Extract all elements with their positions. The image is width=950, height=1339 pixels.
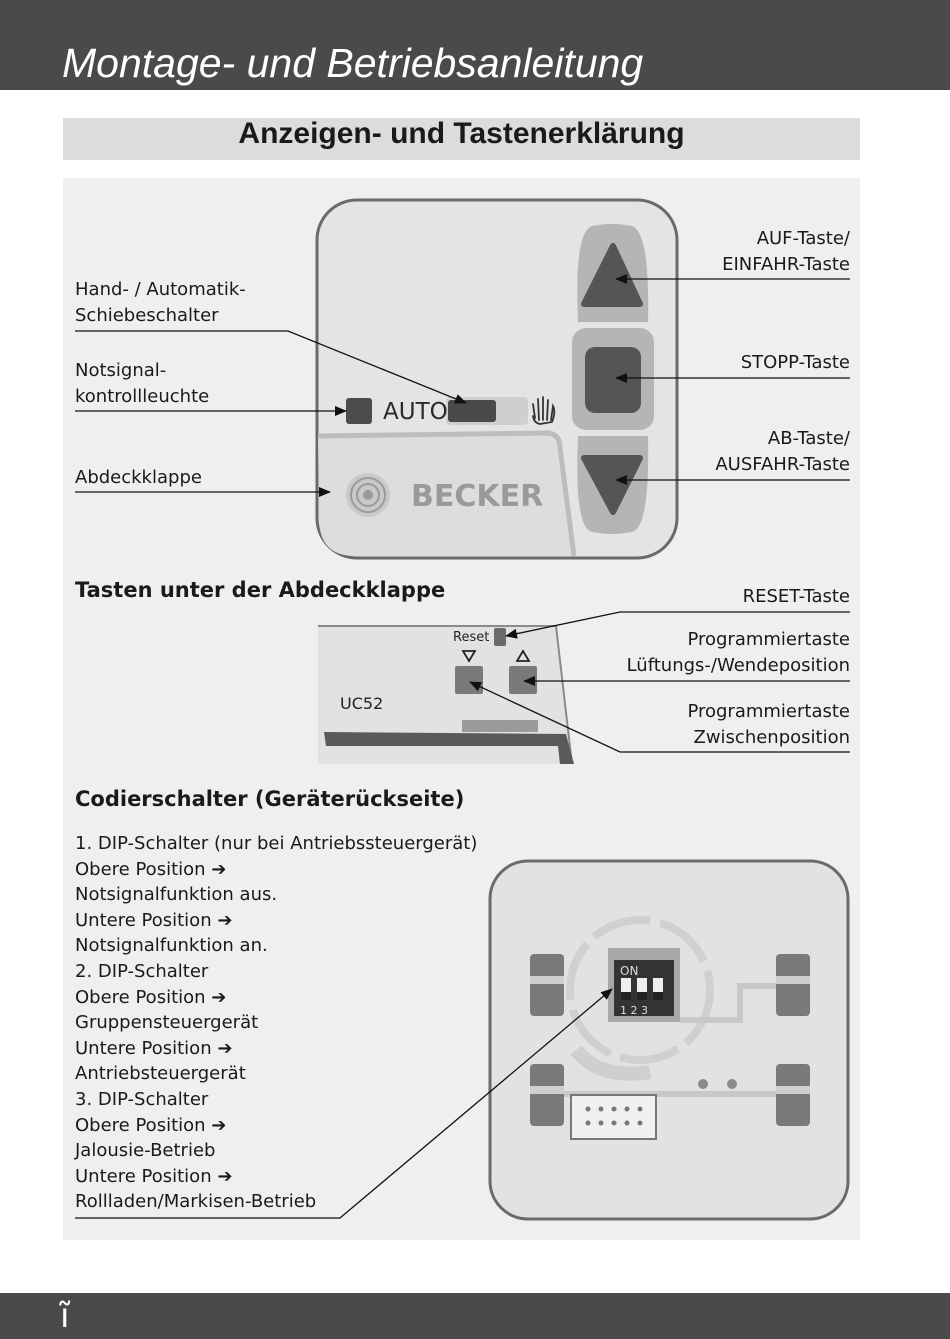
prog-lueftung-button[interactable] bbox=[509, 666, 537, 694]
page-footer: ĩ bbox=[0, 1293, 950, 1339]
document-title: Montage- und Betriebsanleitung bbox=[62, 40, 644, 86]
prog-zwischen-label: Programmiertaste Zwischenposition bbox=[687, 701, 850, 748]
dip-switch[interactable] bbox=[621, 978, 663, 1000]
dip-line: Gruppensteuergerät bbox=[75, 1012, 259, 1034]
model-label: UC52 bbox=[340, 694, 383, 713]
under-cover-heading: Tasten unter der Abdeckklappe bbox=[75, 578, 446, 602]
dip-line: Obere Position ➔ bbox=[75, 1114, 227, 1136]
becker-logo-icon bbox=[346, 473, 390, 517]
dip-description: 1. DIP-Schalter (nur bei Antriebssteuerg… bbox=[75, 831, 477, 1215]
ab-taste[interactable] bbox=[581, 455, 643, 515]
dip-line: 3. DIP-Schalter bbox=[75, 1088, 209, 1110]
dip-on-label: ON bbox=[620, 964, 638, 978]
coding-heading: Codierschalter (Geräterückseite) bbox=[75, 787, 465, 811]
back-side-illustration: ON 1 2 3 bbox=[488, 859, 850, 1221]
dip-numbers: 1 2 3 bbox=[620, 1004, 648, 1017]
hand-auto-slider[interactable] bbox=[448, 400, 496, 422]
reset-button[interactable] bbox=[494, 628, 506, 646]
dip-line: Notsignalfunktion aus. bbox=[75, 884, 278, 906]
section-title: Anzeigen- und Tastenerklärung bbox=[238, 117, 685, 150]
reset-taste-label: RESET-Taste bbox=[742, 586, 850, 607]
prog-lueftung-label: Programmiertaste Lüftungs-/Wendeposition bbox=[626, 629, 850, 676]
hand-icon bbox=[532, 396, 556, 425]
dip-line: Obere Position ➔ bbox=[75, 986, 227, 1008]
info-icon: ĩ bbox=[60, 1296, 70, 1336]
brand-name: BECKER bbox=[411, 479, 543, 514]
reset-small-label: Reset bbox=[453, 630, 489, 645]
auf-taste-label: AUF-Taste/ EINFAHR-Taste bbox=[722, 228, 850, 275]
dip-line: Antriebsteuergerät bbox=[75, 1063, 246, 1085]
dip-line: Obere Position ➔ bbox=[75, 858, 227, 880]
ab-taste-label: AB-Taste/ AUSFAHR-Taste bbox=[715, 428, 850, 475]
notsignal-led bbox=[346, 398, 372, 424]
dip-line: Notsignalfunktion an. bbox=[75, 935, 268, 957]
dip-line: 2. DIP-Schalter bbox=[75, 960, 209, 982]
stopp-taste-label: STOPP-Taste bbox=[740, 352, 850, 373]
dip-line: Untere Position ➔ bbox=[75, 1165, 233, 1187]
stopp-taste[interactable] bbox=[585, 347, 641, 413]
remote-control: AUTO BECKER bbox=[315, 198, 679, 560]
section-title-bar: Anzeigen- und Tastenerklärung bbox=[63, 118, 860, 160]
notsignal-label: Notsignal- kontrollleuchte bbox=[75, 360, 210, 407]
dip-line: Jalousie-Betrieb bbox=[75, 1140, 216, 1162]
dip-line: Untere Position ➔ bbox=[75, 909, 233, 931]
connector-icon bbox=[570, 1094, 657, 1140]
up-triangle-icon bbox=[515, 649, 531, 662]
dip-line: Rollladen/Markisen-Betrieb bbox=[75, 1191, 317, 1213]
auto-label: AUTO bbox=[383, 399, 448, 425]
abdeckklappe-label: Abdeckklappe bbox=[75, 467, 202, 488]
dip-line: 1. DIP-Schalter (nur bei Antriebssteuerg… bbox=[75, 833, 478, 854]
page-header: Montage- und Betriebsanleitung bbox=[0, 0, 950, 90]
down-triangle-icon bbox=[461, 650, 477, 663]
under-cover-illustration: Reset UC52 bbox=[318, 625, 574, 765]
dip-line: Untere Position ➔ bbox=[75, 1037, 233, 1059]
button-column bbox=[572, 224, 654, 534]
prog-zwischen-button[interactable] bbox=[455, 666, 483, 694]
hand-auto-label: Hand- / Automatik- Schiebeschalter bbox=[75, 279, 246, 326]
